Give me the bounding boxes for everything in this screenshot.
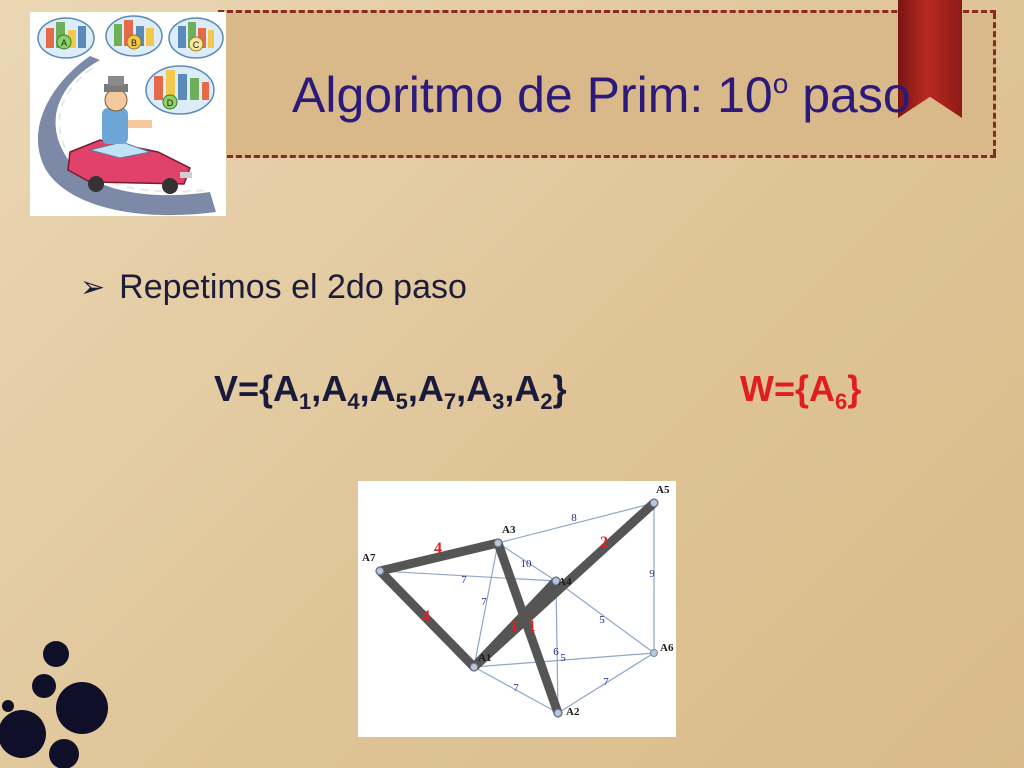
city-bubble-c: C [168, 17, 224, 59]
edge-weight-A5-A6: 9 [649, 568, 655, 580]
node-label-A7: A7 [362, 552, 376, 564]
title-band [218, 10, 996, 158]
city-bubble-b: B [105, 15, 163, 57]
node-label-A3: A3 [502, 524, 516, 536]
ink-blobs-decoration [0, 641, 108, 768]
set-w: W={A6} [740, 368, 862, 415]
edge-weight-A4-A2: 6 [553, 646, 559, 658]
edge-weight-A3-A4: 10 [521, 558, 533, 570]
node-A5 [650, 499, 658, 507]
edge-A4-A6 [555, 580, 655, 654]
edge-weight-A7-A3: 4 [434, 540, 442, 557]
mst-edge-A1-A4 [469, 576, 561, 672]
mst-edge-A7-A3 [375, 538, 503, 576]
bullet-item: ➢ Repetimos el 2do paso [80, 268, 467, 307]
edge-weight-A1-A5: 2 [600, 534, 608, 551]
edge-weight-A1-A6: 5 [560, 652, 566, 664]
slide-title: Algoritmo de Prim: 10o paso [292, 67, 911, 123]
node-label-A1: A1 [478, 652, 491, 664]
mst-edge-A7-A1 [375, 566, 479, 672]
edge-weight-A3-A2: 1 [528, 618, 536, 635]
car-road-illustration: A B C D [37, 15, 224, 216]
node-A7 [376, 567, 384, 575]
svg-text:B: B [131, 38, 137, 48]
edge-weight-A2-A6: 7 [603, 676, 609, 688]
edge-weight-A7-A1: 4 [422, 608, 430, 625]
node-A3 [494, 539, 502, 547]
edge-weight-A4-A6: 5 [599, 614, 605, 626]
node-A6 [650, 649, 658, 657]
edge-A1-A6 [473, 652, 655, 668]
edge-weight-A1-A4: 1 [510, 618, 518, 635]
edge-weight-A3-A5: 8 [571, 512, 577, 524]
edge-A3-A1 [473, 542, 499, 668]
edge-weight-A7-A4: 7 [461, 574, 467, 586]
node-label-A6: A6 [660, 642, 674, 654]
node-A2 [554, 709, 562, 717]
logo-illustration: A B C D [30, 12, 226, 216]
edge-A2-A6 [557, 652, 655, 714]
node-A4 [552, 577, 560, 585]
edge-weight-A1-A2: 7 [513, 682, 519, 694]
car-icon [67, 139, 192, 194]
arrow-bullet-icon: ➢ [80, 271, 106, 304]
city-bubble-a: A [37, 17, 95, 59]
edge-A1-A2 [473, 666, 559, 714]
edge-A3-A5 [497, 502, 655, 544]
edge-A4-A2 [555, 580, 559, 714]
svg-text:D: D [167, 98, 174, 108]
node-A1 [470, 663, 478, 671]
set-v: V={A1,A4,A5,A7,A3,A2} [214, 368, 567, 415]
edge-A3-A4 [497, 542, 557, 582]
city-bubble-d: D [145, 65, 215, 115]
node-label-A2: A2 [566, 706, 580, 718]
bullet-text: Repetimos el 2do paso [119, 268, 467, 306]
mst-edge-A3-A2 [493, 538, 563, 718]
node-label-A5: A5 [656, 484, 670, 496]
svg-text:C: C [193, 40, 200, 50]
edge-A7-A4 [379, 570, 557, 582]
svg-text:A: A [61, 38, 67, 48]
edge-weight-A3-A1: 7 [481, 596, 487, 608]
driver-icon [102, 76, 152, 144]
node-label-A4: A4 [558, 576, 572, 588]
